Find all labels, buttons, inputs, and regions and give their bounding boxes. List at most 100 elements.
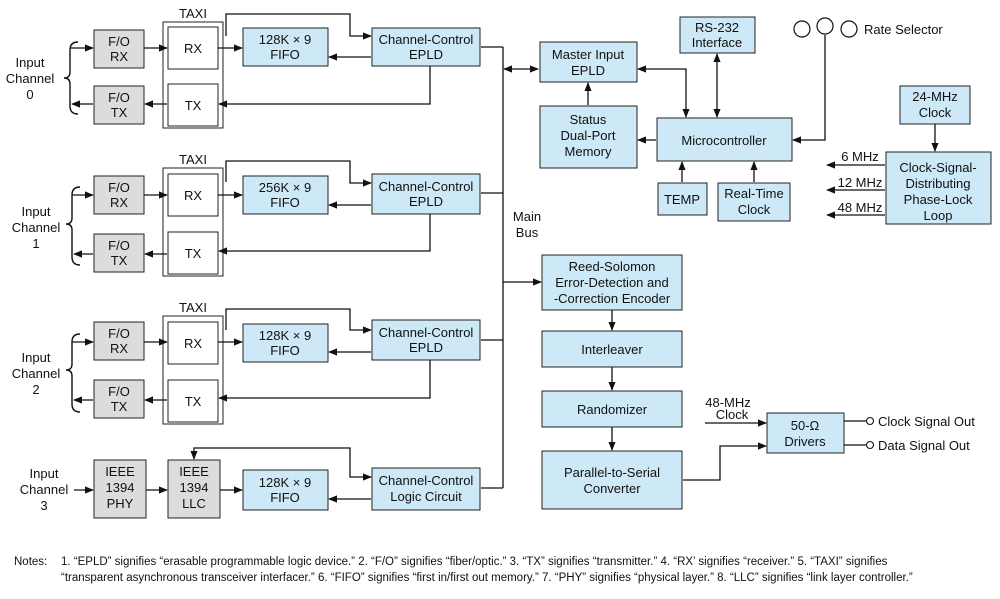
channel-2-fo-tx-label1: F/O <box>108 384 130 399</box>
status-memory-label3: Memory <box>565 144 612 159</box>
drivers-50-ohm <box>766 412 845 454</box>
channel-3-control-label2: Logic Circuit <box>390 489 462 504</box>
channel-0-taxi-rx-label: RX <box>184 41 202 56</box>
channel-3-phy-label2: 1394 <box>106 480 135 495</box>
pll-label3: Phase-Lock <box>904 192 973 207</box>
channel-1-fifo-label1: 256K × 9 <box>259 180 311 195</box>
rs232-label1: RS-232 <box>695 20 739 35</box>
channel-2-control-label1: Channel-Control <box>379 325 474 340</box>
channel-1-taxi-tx-label: TX <box>185 246 202 261</box>
p2s-label2: Converter <box>583 481 641 496</box>
reed-solomon-label2: Error-Detection and <box>555 275 668 290</box>
microcontroller <box>656 117 793 162</box>
control-section: Master Input EPLD RS-232 Interface Rate … <box>539 16 943 222</box>
clock-signal-out-label: Clock Signal Out <box>878 414 975 429</box>
channel-0-taxi-tx-label: TX <box>185 98 202 113</box>
notes-line-2: “transparent asynchronous transceiver in… <box>61 572 913 584</box>
channel-1-fo-rx-label2: RX <box>110 195 128 210</box>
channel-2: Input Channel 2 F/O RX F/O TX TAXI RX TX… <box>12 300 503 425</box>
channel-3-input-label-line2: Channel <box>20 482 69 497</box>
channel-3-phy-label3: PHY <box>107 496 134 511</box>
randomizer <box>541 390 683 428</box>
rtc-label1: Real-Time <box>724 186 783 201</box>
temp-sensor <box>657 182 708 216</box>
channel-0-fifo-label1: 128K × 9 <box>259 32 311 47</box>
microcontroller-label: Microcontroller <box>681 133 767 148</box>
pll-output-48mhz-label: 48 MHz <box>838 200 883 215</box>
channel-3-ieee-phy <box>93 459 147 519</box>
channel-2-taxi-label: TAXI <box>179 300 207 315</box>
channel-1-control-label1: Channel-Control <box>379 179 474 194</box>
channel-2-taxi-rx <box>167 321 219 365</box>
channel-0-taxi <box>162 21 224 129</box>
channel-0-fifo-label2: FIFO <box>270 47 300 62</box>
main-bus-label2: Bus <box>516 225 539 240</box>
real-time-clock <box>717 182 791 222</box>
channel-0-control <box>371 27 481 67</box>
reed-solomon-label3: -Correction Encoder <box>554 291 671 306</box>
channel-0-fo-tx <box>93 85 145 125</box>
master-input-label1: Master Input <box>552 47 625 62</box>
notes-line-1: 1. “EPLD” signifies “erasable programmab… <box>61 556 888 568</box>
channel-1-fifo-label2: FIFO <box>270 195 300 210</box>
channel-2-taxi-rx-label: RX <box>184 336 202 351</box>
channel-2-fo-tx-label2: TX <box>111 399 128 414</box>
channel-0-input-label-line2: Channel <box>6 71 55 86</box>
channel-0-fo-rx <box>93 29 145 69</box>
channel-2-fo-tx <box>93 379 145 419</box>
channel-1-input-label-line2: Channel <box>12 220 61 235</box>
channel-0-taxi-tx <box>167 83 219 127</box>
randomizer-label: Randomizer <box>577 402 648 417</box>
channel-0-taxi-rx <box>167 26 219 70</box>
main-bus: Main Bus <box>502 47 542 488</box>
clock-48-label1: 48-MHz <box>705 395 751 410</box>
channel-2-taxi-tx-label: TX <box>185 394 202 409</box>
rate-selector-knob-3 <box>840 20 858 38</box>
pll-output-12mhz-label: 12 MHz <box>838 175 883 190</box>
clock-24-label1: 24-MHz <box>912 89 958 104</box>
notes-label: Notes: <box>14 556 48 568</box>
p2s-label1: Parallel-to-Serial <box>564 465 660 480</box>
channel-0-control-label1: Channel-Control <box>379 32 474 47</box>
channel-3-input-label-line1: Input <box>30 466 59 481</box>
channel-1-taxi-tx <box>167 231 219 275</box>
status-memory-label2: Dual-Port <box>561 128 616 143</box>
channel-0: Input Channel 0 F/O RX F/O TX TAXI RX TX… <box>6 6 503 129</box>
channel-3-llc-label3: LLC <box>182 496 206 511</box>
channel-3-phy-label1: IEEE <box>105 464 135 479</box>
channel-1-fo-tx-label2: TX <box>111 253 128 268</box>
pll-output-6mhz-label: 6 MHz <box>841 149 879 164</box>
rate-selector-label: Rate Selector <box>864 22 943 37</box>
encoding-chain: Reed-Solomon Error-Detection and -Correc… <box>541 254 975 510</box>
channel-0-taxi-label: TAXI <box>179 6 207 21</box>
clock-24-label2: Clock <box>919 105 952 120</box>
pll-label2: Distributing <box>905 176 970 191</box>
channel-2-control-label2: EPLD <box>409 340 443 355</box>
status-memory-label1: Status <box>570 112 607 127</box>
channel-2-control <box>371 319 481 361</box>
reed-solomon-encoder <box>541 254 683 311</box>
channel-1-input-label-line3: 1 <box>32 236 39 251</box>
block-diagram: Input Channel 0 F/O RX F/O TX TAXI RX TX… <box>6 6 992 519</box>
channel-1-taxi-rx-label: RX <box>184 188 202 203</box>
channel-3-input-label-line3: 3 <box>40 498 47 513</box>
channel-2-taxi <box>162 315 224 425</box>
channel-3-control-label1: Channel-Control <box>379 473 474 488</box>
channel-3-llc-label1: IEEE <box>179 464 209 479</box>
clock-section: 24-MHz Clock Clock-Signal- Distributing … <box>826 85 992 225</box>
phase-lock-loop <box>885 151 992 225</box>
channel-2-fifo-label1: 128K × 9 <box>259 328 311 343</box>
channel-0-control-label2: EPLD <box>409 47 443 62</box>
data-signal-out-label: Data Signal Out <box>878 438 970 453</box>
channel-3-llc-label2: 1394 <box>180 480 209 495</box>
main-bus-label1: Main <box>513 209 541 224</box>
channel-0-fo-tx-label2: TX <box>111 105 128 120</box>
rs232-label2: Interface <box>692 35 743 50</box>
channel-2-input-label-line2: Channel <box>12 366 61 381</box>
channel-0-fo-rx-label1: F/O <box>108 34 130 49</box>
channel-1: Input Channel 1 F/O RX F/O TX TAXI RX TX… <box>12 152 503 277</box>
channel-1-brace <box>65 186 81 266</box>
master-input-epld <box>539 41 638 83</box>
interleaver-label: Interleaver <box>581 342 643 357</box>
rate-selector-knob-1 <box>793 20 811 38</box>
